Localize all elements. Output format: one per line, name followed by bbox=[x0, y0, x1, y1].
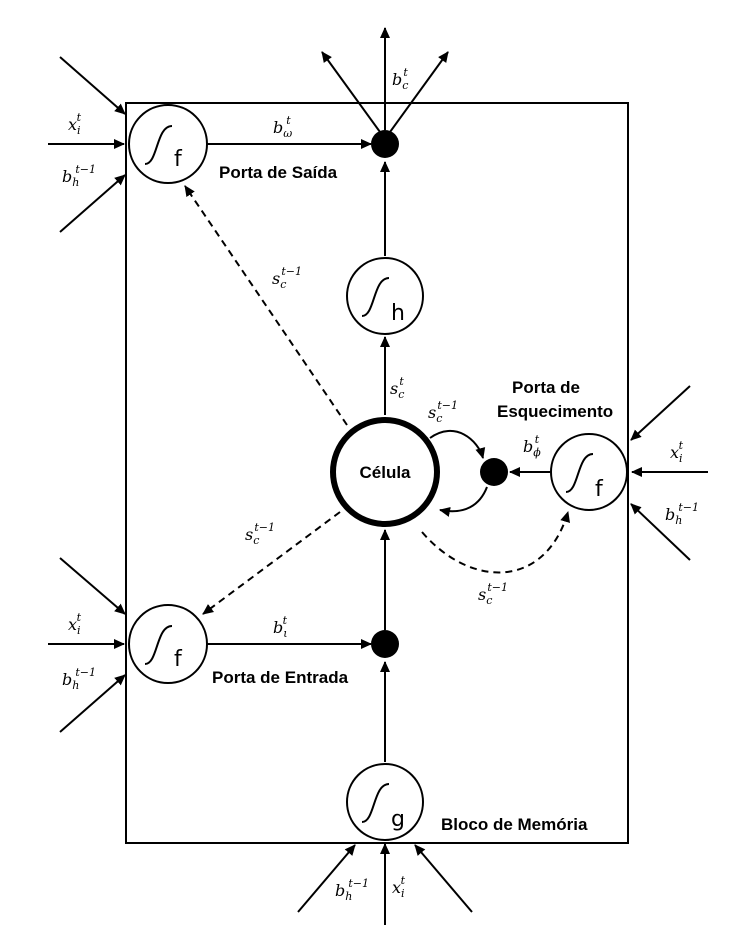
sigmoid-icon bbox=[565, 453, 594, 493]
cell-label: Célula bbox=[359, 463, 411, 482]
cell-recurrent-out bbox=[429, 430, 486, 459]
input-gate-node bbox=[128, 604, 208, 684]
cell-recurrent-in bbox=[439, 486, 488, 517]
output-gate-function: f bbox=[174, 147, 183, 172]
input-gate: f Porta de Entrada bbox=[48, 557, 372, 733]
input-gate-input-top bbox=[59, 557, 126, 615]
bh-label-input-gate: bht−1 bbox=[62, 666, 96, 692]
output-multiplier-node bbox=[371, 130, 399, 158]
forget-gate: f Porta de Esquecimento bbox=[497, 378, 708, 561]
b-iota-label: bιt bbox=[273, 614, 288, 640]
forget-gate-label-line2: Esquecimento bbox=[497, 402, 613, 421]
input-gate-label: Porta de Entrada bbox=[212, 668, 349, 687]
forget-gate-input-bottom bbox=[630, 503, 691, 561]
output-gate-label: Porta de Saída bbox=[219, 163, 338, 182]
forget-gate-input-top bbox=[630, 385, 691, 441]
b-phi-label: bϕt bbox=[523, 433, 541, 459]
peephole-to-output-gate bbox=[184, 185, 348, 426]
g-node-function: g bbox=[391, 807, 405, 832]
input-multiplier-node bbox=[371, 630, 399, 658]
sigmoid-icon bbox=[144, 125, 173, 165]
output-gate: f Porta de Saída bbox=[48, 56, 372, 233]
forget-gate-node bbox=[550, 433, 628, 511]
bh-label-forget-gate: bht−1 bbox=[665, 501, 699, 527]
input-gate-function: f bbox=[174, 647, 183, 672]
bh-label-output-gate: bht−1 bbox=[62, 163, 96, 189]
x-label-input-gate: xit bbox=[68, 611, 82, 637]
h-node-function: h bbox=[391, 301, 405, 326]
g-input-right bbox=[414, 844, 473, 913]
x-label-g-node: xit bbox=[392, 874, 406, 900]
output-gate-input-top bbox=[59, 56, 126, 115]
input-gate-input-bottom bbox=[59, 674, 126, 733]
s-c-prev-label-output: sct−1 bbox=[272, 265, 302, 291]
sigmoid-icon bbox=[361, 277, 390, 317]
output-arrow-left bbox=[321, 51, 381, 133]
memory-block-frame bbox=[125, 102, 629, 844]
memory-block-label: Bloco de Memória bbox=[441, 815, 588, 834]
forget-multiplier-node bbox=[480, 458, 508, 486]
forget-gate-label-line1: Porta de bbox=[512, 378, 580, 397]
bh-label-g-node: bht−1 bbox=[335, 877, 369, 903]
sigmoid-icon bbox=[361, 783, 390, 823]
forget-gate-function: f bbox=[595, 477, 604, 502]
b-omega-label: bωt bbox=[273, 114, 292, 140]
g-input-left bbox=[297, 844, 356, 913]
peephole-to-forget-gate bbox=[421, 511, 570, 574]
g-node bbox=[346, 763, 424, 841]
s-c-prev-label-recurrent: sct−1 bbox=[428, 399, 458, 425]
h-node bbox=[346, 257, 424, 335]
x-label-output-gate: xit bbox=[68, 111, 82, 137]
s-c-t-label: sct bbox=[390, 375, 404, 401]
output-arrow-right bbox=[389, 51, 449, 133]
peephole-to-input-gate bbox=[202, 511, 341, 615]
s-c-prev-label-forget: sct−1 bbox=[478, 581, 508, 607]
s-c-prev-label-input: sct−1 bbox=[245, 521, 275, 547]
output-gate-input-bottom bbox=[59, 174, 126, 233]
output-gate-node bbox=[128, 104, 208, 184]
sigmoid-icon bbox=[144, 625, 173, 665]
cell-node bbox=[330, 417, 440, 527]
b-c-label: bct bbox=[392, 66, 408, 92]
x-label-forget-gate: xit bbox=[670, 439, 684, 465]
